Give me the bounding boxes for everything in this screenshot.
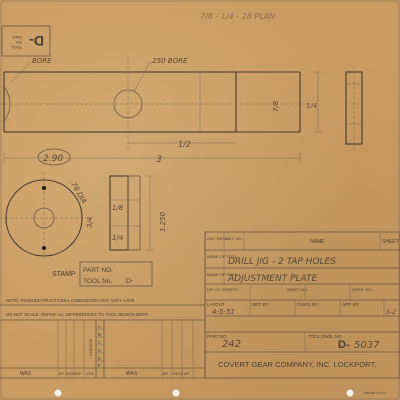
tb-name-of-part-label: NAME OF PART bbox=[207, 272, 237, 277]
rev-change-label: CHANGE bbox=[88, 339, 93, 356]
top-handwritten-note: 7/8 - 1/4 - 28 PLAN bbox=[200, 12, 275, 21]
rev-letter-f: F bbox=[98, 363, 101, 368]
corner-no-label: NO. bbox=[15, 40, 22, 45]
dim-right-1: 7/8 bbox=[272, 100, 280, 112]
plate-end-view bbox=[0, 172, 92, 262]
dim-right-2: 1/4 bbox=[306, 102, 317, 110]
tb-tool-name: DRILL JIG - 2 TAP HOLES bbox=[228, 257, 336, 267]
rev-letter-b: B bbox=[98, 332, 101, 337]
rev-col-ap-left: AP. bbox=[76, 371, 82, 376]
rev-col-ltr: LTR. bbox=[86, 371, 94, 376]
rev-col-date-left: DATE bbox=[66, 371, 77, 376]
stamp-label: STAMP bbox=[52, 271, 76, 278]
plate-side-view bbox=[345, 66, 363, 150]
stamp-tool-no-value: D- bbox=[126, 278, 134, 285]
rev-col-by-right: BY bbox=[163, 371, 169, 376]
circled-dim-oval bbox=[37, 148, 71, 166]
tap-hole-2 bbox=[42, 246, 46, 250]
tb-tool-dwg-prefix: D- bbox=[338, 339, 350, 351]
tb-company: COVERT GEAR COMPANY, INC. LOCKPORT, bbox=[218, 360, 376, 369]
tb-layout-value: 4-5-51 bbox=[212, 308, 235, 316]
rev-col-date-right: DATE bbox=[173, 371, 184, 376]
punch-hole-3 bbox=[346, 389, 354, 397]
bore-circle bbox=[113, 89, 143, 119]
tb-part-no-label: PART NO. bbox=[207, 334, 228, 339]
note-tolerance: NOTE: FINISHED FRACTIONAL DIMENSIONS MAY… bbox=[6, 298, 135, 303]
rev-letter-d: D bbox=[98, 348, 102, 353]
rev-col-was-right: WAS bbox=[126, 371, 138, 377]
tb-det-no-label: DET. NO. bbox=[226, 236, 243, 241]
tb-name-label: NAME bbox=[310, 239, 325, 245]
corner-tool-label: TOOL bbox=[10, 45, 22, 50]
section-view bbox=[109, 175, 154, 251]
tb-tool-dwg-label: TOOL DWG. NO. bbox=[308, 334, 343, 339]
punch-hole-1 bbox=[54, 389, 62, 397]
tap-hole-1 bbox=[42, 186, 46, 190]
dim-side-height: 1.250 bbox=[159, 211, 167, 232]
tb-app-value: 5-2 bbox=[386, 309, 396, 316]
tb-chkd-by-label: CHKD. BY bbox=[297, 302, 318, 307]
tb-sheet-label: SHEET bbox=[382, 239, 399, 245]
corner-tool-box: TOOL NO. DWG. D- bbox=[1, 25, 51, 57]
tb-printer-mark: PRINTED IN U.S.A. bbox=[364, 391, 387, 395]
tb-part-name: ADJUSTMENT PLATE bbox=[227, 274, 318, 284]
dim-circled: 2.90 bbox=[43, 154, 63, 164]
dim-side-b: 1/8 bbox=[112, 204, 124, 212]
tb-layout-label: LAYOUT bbox=[207, 302, 225, 307]
title-block bbox=[204, 231, 400, 379]
tb-part-no-value: 242 bbox=[222, 339, 241, 350]
rev-col-was-left: WAS bbox=[20, 371, 32, 377]
bore-label-left: BORE bbox=[32, 57, 52, 65]
bore-label-right: .250 BORE bbox=[150, 57, 188, 65]
stamp-block: STAMP PART NO. TOOL No. D- bbox=[52, 261, 153, 287]
tb-ant-reqd-label: ANT. REQD. bbox=[207, 236, 229, 241]
corner-code: D- bbox=[29, 33, 44, 49]
tb-app-by-label: APP. BY bbox=[342, 302, 359, 307]
dim-half: 1/2 bbox=[178, 140, 191, 149]
tb-sheet-no-label: SHEET NO. bbox=[287, 287, 309, 292]
rev-col-by-left: BY bbox=[59, 371, 65, 376]
note-scale: DO NOT SCALE: REFER ALL DIFFERENCES TO T… bbox=[6, 312, 149, 317]
rev-col-ap-right: AP. bbox=[184, 371, 190, 376]
tb-tool-dwg-value: 5037 bbox=[354, 340, 380, 351]
tb-name-of-tool-label: NAME OF TOOL bbox=[207, 254, 238, 259]
punch-hole-2 bbox=[172, 389, 180, 397]
corner-dwg-label: DWG. bbox=[11, 35, 22, 40]
rev-letter-e: E bbox=[98, 356, 101, 361]
tb-no-of-sheets-label: NO. OF SHEETS bbox=[207, 287, 238, 292]
stamp-tool-no-label: TOOL No. bbox=[83, 278, 112, 285]
plate-top-view bbox=[0, 56, 310, 150]
tb-det-by-label: DET. BY bbox=[252, 302, 269, 307]
rev-letter-c: C bbox=[98, 340, 102, 345]
tb-oper-no-label: OPER. NO. bbox=[352, 287, 373, 292]
stamp-part-no-label: PART NO. bbox=[83, 267, 113, 274]
dim-side-a: 3/4 bbox=[86, 217, 94, 228]
dim-side-c: 1/4 bbox=[112, 234, 123, 242]
dim-length: 3 bbox=[156, 155, 162, 165]
rev-letter-a: A bbox=[98, 324, 101, 329]
